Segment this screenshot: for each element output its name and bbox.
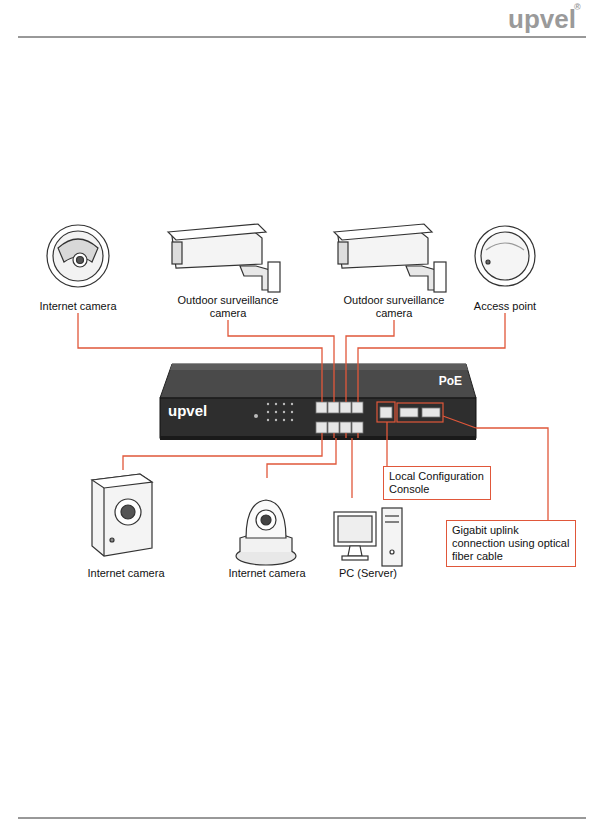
access-point bbox=[475, 226, 535, 286]
callout-box: Gigabit uplink connection using optical … bbox=[446, 520, 576, 567]
cable-line bbox=[358, 313, 505, 398]
camera-node: Internet camera bbox=[30, 225, 126, 313]
cable-line bbox=[78, 313, 322, 398]
device-caption: Internet camera bbox=[37, 300, 118, 313]
outdoor-camera bbox=[168, 224, 280, 292]
camera-node: Internet camera bbox=[80, 470, 172, 580]
camera-node: Internet camera bbox=[222, 478, 312, 580]
device-caption: Internet camera bbox=[85, 567, 166, 580]
camera-node: Outdoor surveillance camera bbox=[324, 225, 464, 320]
access-point-node: Access point bbox=[460, 225, 550, 313]
dome-camera bbox=[47, 225, 109, 287]
cable-line bbox=[123, 438, 322, 470]
outdoor-camera bbox=[334, 224, 446, 292]
poe-switch bbox=[160, 364, 476, 440]
cable-line bbox=[351, 438, 352, 498]
pc-server bbox=[334, 508, 402, 566]
device-caption: Outdoor surveillance camera bbox=[158, 294, 298, 320]
camera-node: Outdoor surveillance camera bbox=[158, 225, 298, 320]
pc-node: PC (Server) bbox=[322, 498, 414, 580]
header-rule bbox=[18, 37, 586, 38]
device-caption: Internet camera bbox=[226, 567, 307, 580]
ptz-camera bbox=[236, 500, 296, 565]
callout-box: Local Configuration Console bbox=[383, 466, 491, 500]
cable-line bbox=[228, 320, 334, 398]
callout-text: Local Configuration Console bbox=[389, 470, 485, 496]
switch-front: upvelPoE bbox=[160, 398, 476, 438]
callout-text: Gigabit uplink connection using optical … bbox=[452, 524, 570, 563]
registered-mark: ® bbox=[574, 2, 581, 12]
cable-line bbox=[346, 320, 394, 398]
cable-line bbox=[386, 438, 387, 466]
brand-logo: upvel bbox=[508, 4, 576, 35]
cube-camera bbox=[92, 474, 152, 556]
footer-rule bbox=[18, 818, 586, 819]
device-caption: PC (Server) bbox=[337, 567, 399, 580]
cable-line bbox=[267, 438, 336, 478]
brand-logo: upvel bbox=[168, 402, 207, 419]
device-caption: Access point bbox=[472, 300, 538, 313]
poe-badge: PoE bbox=[439, 374, 462, 388]
device-caption: Outdoor surveillance camera bbox=[324, 294, 464, 320]
